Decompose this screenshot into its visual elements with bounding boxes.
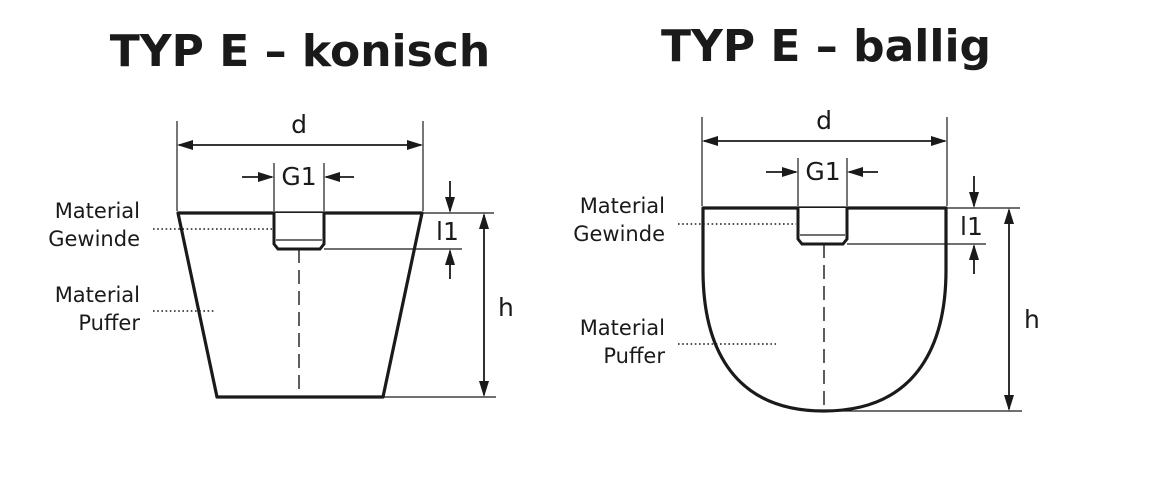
- conical-l-label: l1: [436, 217, 459, 246]
- spherical-h-label: h: [1024, 305, 1040, 334]
- conical-g-arrow-left: [258, 172, 274, 182]
- conical-l-arrow-bottom: [445, 249, 455, 265]
- spherical-g-arrow-right: [847, 167, 863, 177]
- spherical-h-arrow-bottom: [1004, 395, 1014, 411]
- spherical-body-label-line1: Material: [580, 316, 665, 340]
- spherical-h-arrow-top: [1004, 208, 1014, 224]
- conical-d-arrow-left: [177, 140, 193, 150]
- conical-bumper-drawing: TYP E – konisch d G1 l1: [48, 26, 514, 399]
- spherical-g-arrow-left: [782, 167, 798, 177]
- conical-body-label-line2: Puffer: [78, 311, 140, 335]
- spherical-d-arrow-left: [702, 136, 718, 146]
- conical-body-label-line1: Material: [55, 283, 140, 307]
- conical-l-arrow-top: [445, 197, 455, 213]
- spherical-thread-insert: [796, 208, 849, 246]
- spherical-l-label: l1: [960, 212, 983, 241]
- spherical-title: TYP E – ballig: [661, 21, 991, 72]
- conical-g-label: G1: [281, 162, 316, 191]
- conical-thread-label-line2: Gewinde: [48, 227, 140, 251]
- conical-d-arrow-right: [407, 140, 423, 150]
- spherical-d-arrow-right: [931, 136, 947, 146]
- spherical-thread-label-line2: Gewinde: [573, 222, 665, 246]
- conical-g-arrow-right: [324, 172, 340, 182]
- conical-thread-insert: [272, 213, 326, 251]
- spherical-g-label: G1: [805, 157, 840, 186]
- conical-d-label: d: [291, 110, 307, 139]
- spherical-l-arrow-top: [969, 192, 979, 208]
- conical-thread-label-line1: Material: [55, 199, 140, 223]
- conical-h-label: h: [498, 293, 514, 322]
- spherical-d-label: d: [816, 106, 832, 135]
- conical-h-arrow-bottom: [479, 381, 489, 397]
- conical-h-arrow-top: [479, 213, 489, 229]
- conical-title: TYP E – konisch: [110, 26, 490, 77]
- spherical-l-arrow-bottom: [969, 244, 979, 260]
- spherical-thread-label-line1: Material: [580, 194, 665, 218]
- spherical-body-label-line2: Puffer: [603, 344, 665, 368]
- spherical-bumper-drawing: TYP E – ballig d G1 l1: [573, 21, 1040, 413]
